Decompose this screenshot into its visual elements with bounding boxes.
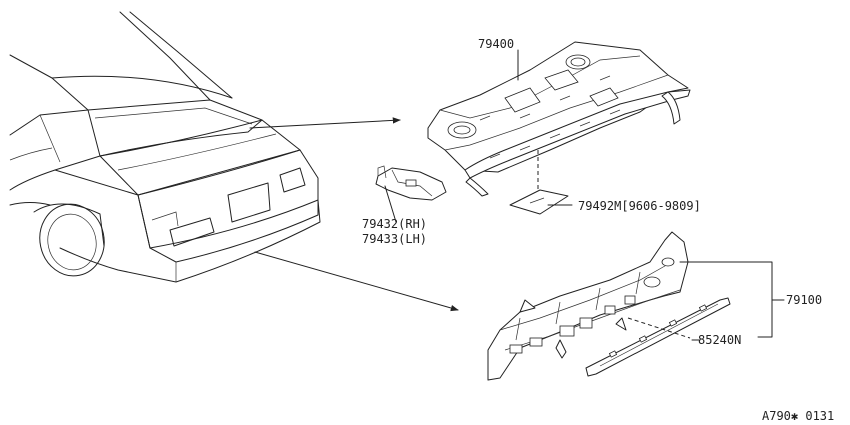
callout-79400: 79400 xyxy=(478,37,514,51)
vehicle-illustration xyxy=(9,11,321,283)
callout-arrow-lower xyxy=(254,251,459,312)
callout-arrow-upper xyxy=(249,117,401,129)
rear-parcel-shelf-part xyxy=(427,41,691,197)
callout-79100: 79100 xyxy=(786,293,822,307)
callout-79433-lh: 79433(LH) xyxy=(362,232,427,246)
callout-79492m: 79492M[9606-9809] xyxy=(578,199,701,213)
finisher-strip-part xyxy=(585,297,731,377)
pad-part xyxy=(509,189,569,215)
rear-panel-lower-part xyxy=(487,231,689,381)
bracket-part xyxy=(375,165,447,201)
callout-79432-rh: 79432(RH) xyxy=(362,217,427,231)
callout-85240n: 85240N xyxy=(698,333,741,347)
figure-code: A790✱ 0131 xyxy=(762,409,834,423)
